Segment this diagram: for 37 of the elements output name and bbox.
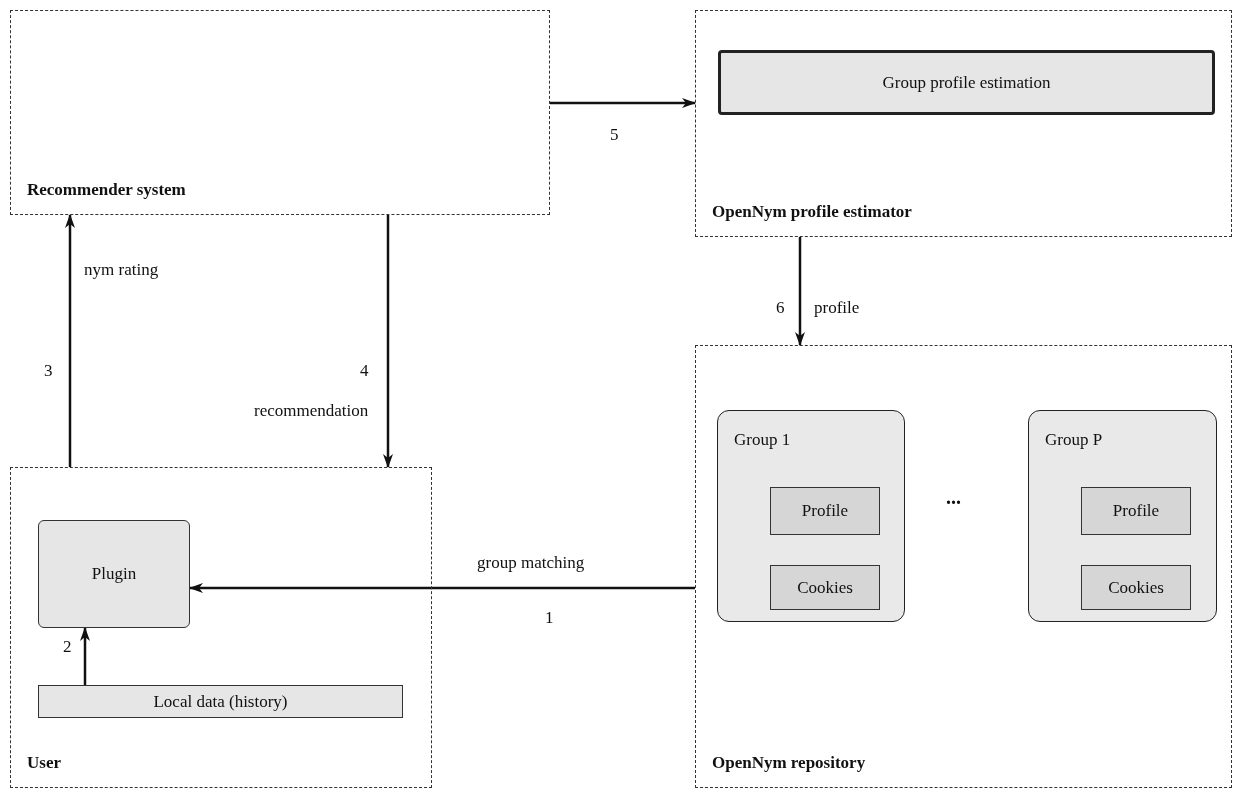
node-label: Cookies [797,576,853,599]
dashed-container [10,467,432,788]
arrow [550,98,696,108]
node-label: Plugin [91,563,137,586]
item-box [1081,487,1191,535]
group-title: Group 1 [734,429,791,451]
arrow [189,583,695,593]
item-box [770,487,880,535]
node-label: Local data (history) [153,690,288,713]
process-box [718,50,1215,115]
item-box [770,565,880,610]
process-box [38,520,190,628]
group-title: Group P [1045,429,1103,451]
arrow [65,214,75,467]
group-box [717,410,905,622]
arrow [795,237,805,346]
dashed-container [10,10,550,215]
node-label: Cookies [1108,576,1164,599]
container-title: OpenNym profile estimator [712,200,912,223]
arrow [383,215,393,468]
container-title: Recommender system [27,178,186,201]
container-title: OpenNym repository [712,751,866,774]
step-number: 1 [545,607,554,629]
group-box [1028,410,1217,622]
ellipsis: ... [946,485,961,510]
step-number: 4 [360,360,369,382]
dashed-container [695,345,1232,788]
arrow [80,627,90,685]
step-number: 6 [776,297,785,319]
dashed-container [695,10,1232,237]
node-label: Profile [1112,500,1160,523]
item-box [1081,565,1191,610]
node-label: Profile [801,500,849,523]
step-number: 3 [44,360,53,382]
data-bar [38,685,403,718]
container-title: User [27,751,61,774]
node-label: Group profile estimation [882,71,1051,94]
